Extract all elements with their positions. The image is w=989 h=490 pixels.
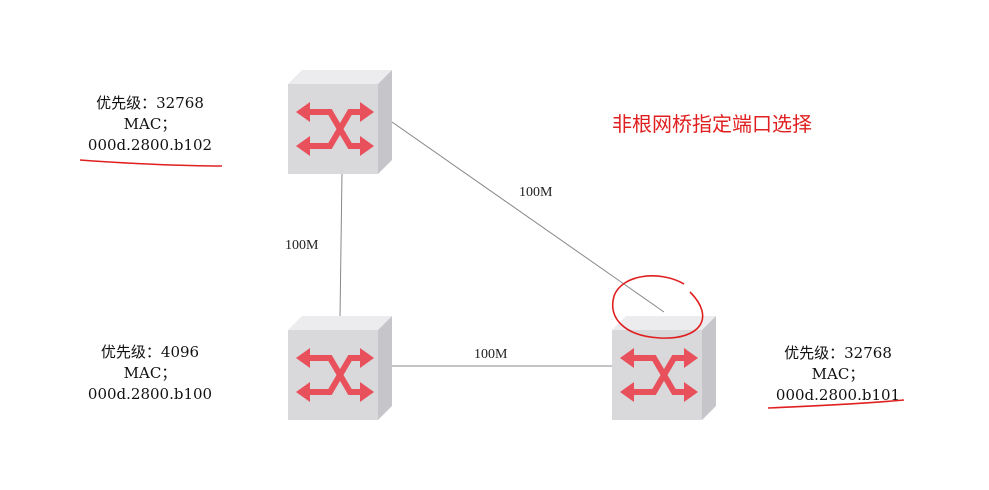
link-label-top-left: 100M [285,238,319,253]
mac-address: 000d.2800.b102 [87,136,213,154]
switch-icon-top [288,70,392,174]
priority-text: 优先级：4096 [100,343,200,361]
underline-top-mac [79,159,223,167]
link-top-left [339,171,343,319]
mac-address: 000d.2800.b100 [87,385,213,403]
mac-label: MAC； [123,364,177,382]
link-label-left-right: 100M [474,347,508,362]
diagram-title: 非根网桥指定端口选择 [612,112,812,136]
priority-text: 优先级：32768 [784,344,892,362]
link-top-right [391,121,665,313]
switch-icon-right [612,316,716,420]
mac-address: 000d.2800.b101 [775,386,901,404]
switch-icon-left [288,316,392,420]
mac-label: MAC； [123,115,177,133]
annotation-circle [612,275,704,339]
switch-info-right: 优先级：32768 MAC； 000d.2800.b101 [758,343,918,406]
underline-right-mac [767,399,905,409]
link-label-top-right: 100M [519,185,553,200]
priority-text: 优先级：32768 [96,94,204,112]
mac-label: MAC； [811,365,865,383]
switch-info-left: 优先级：4096 MAC； 000d.2800.b100 [70,342,230,405]
switch-info-top: 优先级：32768 MAC； 000d.2800.b102 [70,93,230,156]
